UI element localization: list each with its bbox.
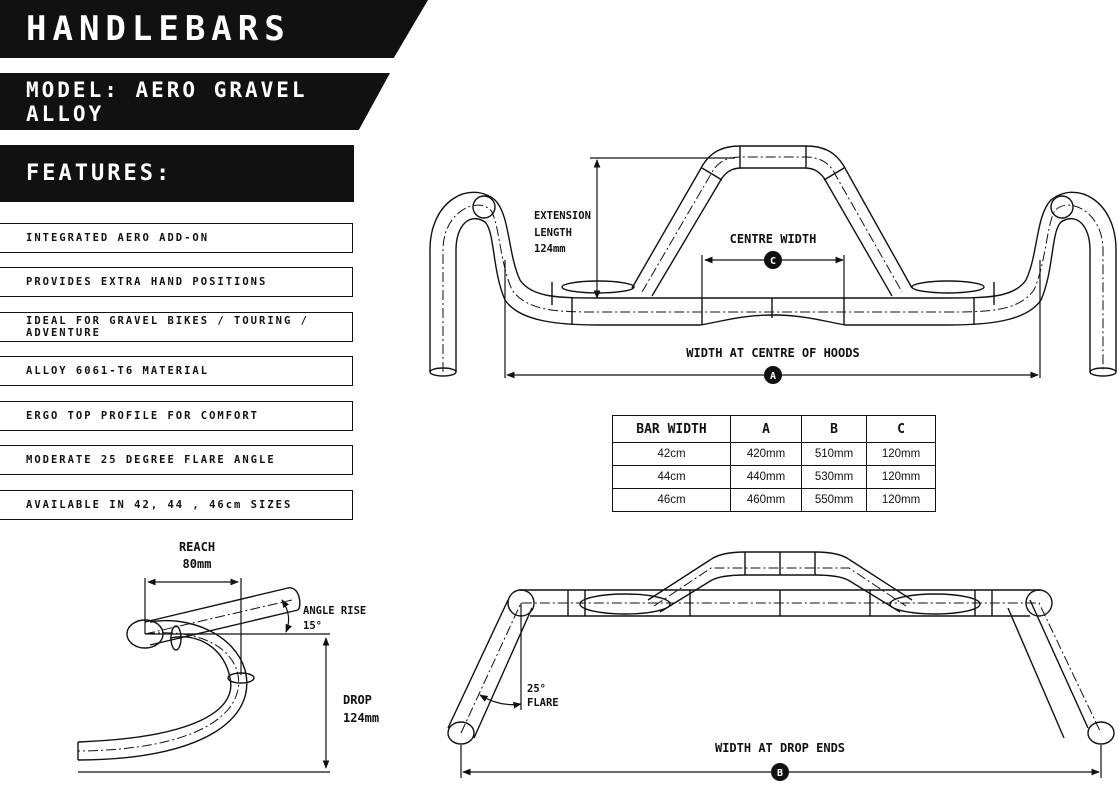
feature-item: IDEAL FOR GRAVEL BIKES / TOURING / ADVEN… [0, 312, 353, 342]
feature-item: MODERATE 25 DEGREE FLARE ANGLE [0, 445, 353, 475]
table-cell: 120mm [866, 465, 936, 489]
table-header: C [866, 415, 936, 443]
table-cell: 420mm [730, 442, 802, 466]
marker-a [764, 366, 782, 384]
top-view-drawing [447, 551, 1115, 745]
table-cell: 550mm [801, 488, 867, 512]
table-row: 46cm 460mm 550mm 120mm [612, 488, 936, 512]
extension-label: LENGTH [534, 227, 572, 239]
drop-width-label: WIDTH AT DROP ENDS [715, 741, 845, 755]
marker-b [771, 763, 789, 781]
reach-label: REACH [179, 540, 215, 554]
table-cell: 120mm [866, 442, 936, 466]
side-dimensions [78, 578, 330, 773]
feature-item: ALLOY 6061-T6 MATERIAL [0, 356, 353, 386]
marker-c [764, 251, 782, 269]
marker-a-label: A [770, 371, 776, 382]
size-spec-table: BAR WIDTH A B C 42cm 420mm 510mm 120mm 4… [612, 415, 936, 512]
flare-angle-value: 25° [527, 683, 546, 695]
side-view-drawing [77, 587, 301, 761]
hoods-width-label: WIDTH AT CENTRE OF HOODS [686, 346, 859, 360]
extension-label: EXTENSION [534, 210, 591, 222]
angle-rise-label: ANGLE RISE [303, 605, 366, 617]
table-cell: 510mm [801, 442, 867, 466]
feature-item: INTEGRATED AERO ADD-ON [0, 223, 353, 253]
reach-value: 80mm [183, 557, 212, 571]
feature-item: ERGO TOP PROFILE FOR COMFORT [0, 401, 353, 431]
extension-value: 124mm [534, 243, 566, 255]
centre-width-label: CENTRE WIDTH [730, 232, 817, 246]
marker-b-label: B [777, 768, 783, 779]
table-row: 42cm 420mm 510mm 120mm [612, 442, 936, 466]
table-header: B [801, 415, 867, 443]
table-header: A [730, 415, 802, 443]
table-cell: 440mm [730, 465, 802, 489]
feature-item: AVAILABLE IN 42, 44 , 46cm SIZES [0, 490, 353, 520]
table-row: 44cm 440mm 530mm 120mm [612, 465, 936, 489]
features-heading: FEATURES: [0, 145, 354, 202]
table-header-row: BAR WIDTH A B C [612, 415, 936, 443]
drop-label: DROP [343, 693, 372, 707]
table-cell: 44cm [612, 465, 731, 489]
feature-item: PROVIDES EXTRA HAND POSITIONS [0, 267, 353, 297]
angle-rise-value: 15° [303, 620, 322, 632]
table-cell: 120mm [866, 488, 936, 512]
marker-c-label: C [770, 256, 776, 267]
table-cell: 460mm [730, 488, 802, 512]
table-cell: 530mm [801, 465, 867, 489]
table-header: BAR WIDTH [612, 415, 731, 443]
page-title: HANDLEBARS [0, 0, 428, 58]
front-view-drawing [429, 145, 1117, 377]
flare-label: FLARE [527, 697, 559, 709]
table-cell: 42cm [612, 442, 731, 466]
table-cell: 46cm [612, 488, 731, 512]
drop-value: 124mm [343, 711, 379, 725]
model-banner: MODEL: AERO GRAVEL ALLOY [0, 73, 390, 130]
